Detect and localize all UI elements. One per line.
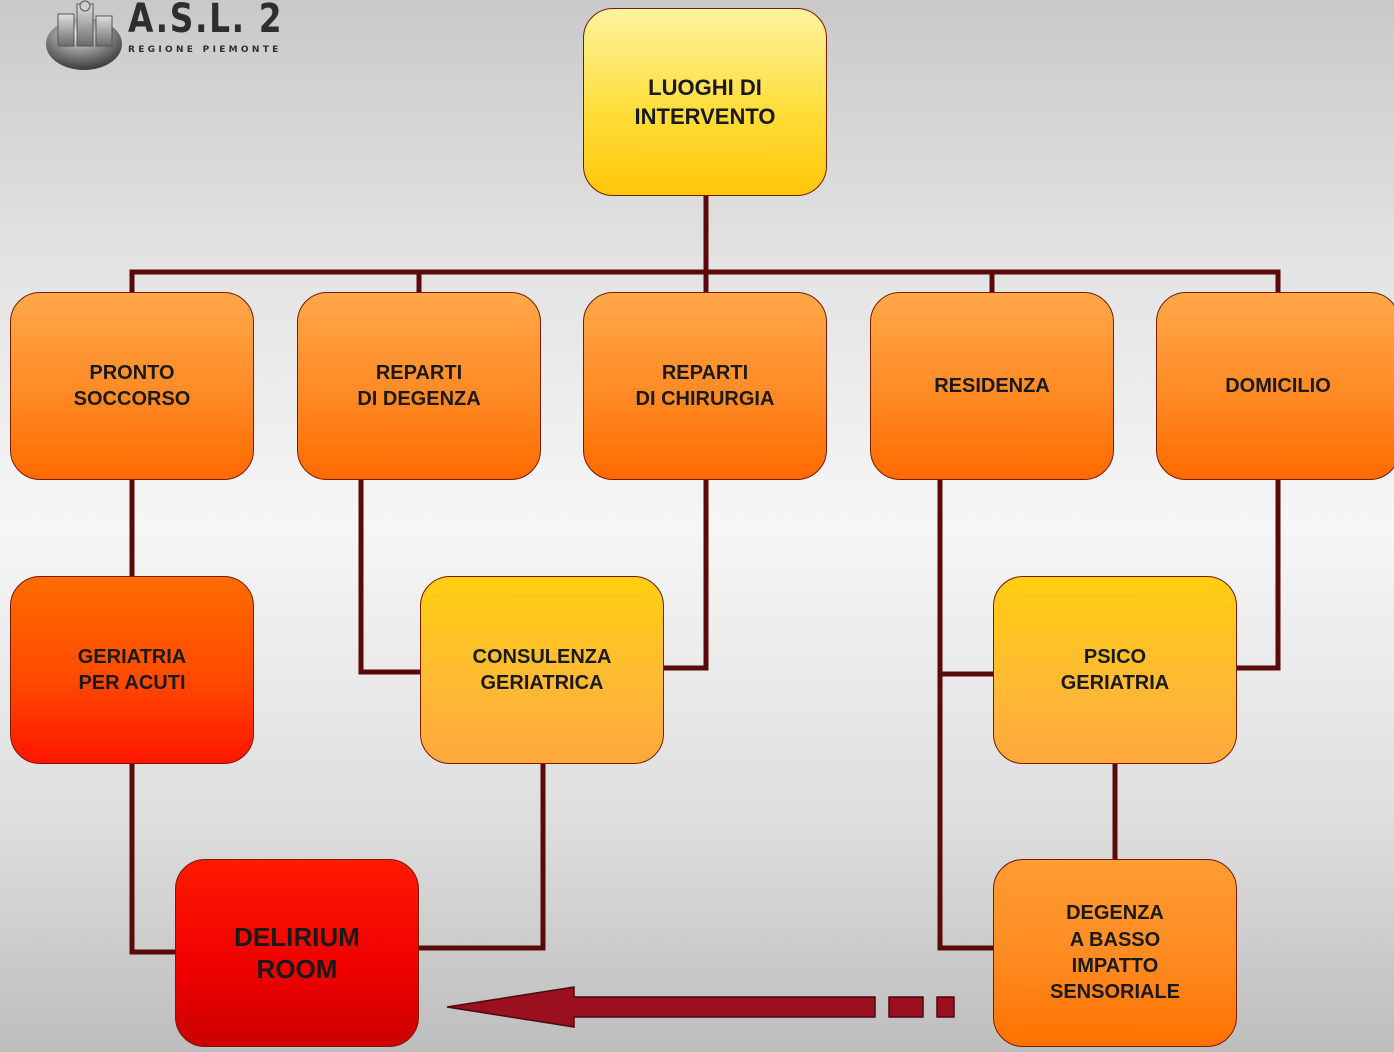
connector-degenza-consulenza — [358, 477, 423, 675]
asl2-logo: A.S.L. 2 REGIONE PIEMONTE — [44, 0, 284, 72]
node-residenza: RESIDENZA — [870, 292, 1114, 480]
node-domicilio: DOMICILIO — [1156, 292, 1394, 480]
node-luoghi-di-intervento: LUOGHI DI INTERVENTO — [583, 8, 827, 196]
node-geriatria-per-acuti: GERIATRIA PER ACUTI — [10, 576, 254, 764]
logo-title: A.S.L. 2 — [128, 0, 284, 42]
connector-chirurgia-consulenza — [661, 477, 709, 671]
node-pronto-soccorso: PRONTO SOCCORSO — [10, 292, 254, 480]
node-consulenza-geriatrica: CONSULENZA GERIATRICA — [420, 576, 664, 764]
arrow-dash-2 — [936, 996, 955, 1018]
connector-residenza-degenza — [937, 477, 996, 951]
node-reparti-di-degenza: REPARTI DI DEGENZA — [297, 292, 541, 480]
arrow-to-delirium — [446, 986, 876, 1028]
node-delirium-room: DELIRIUM ROOM — [175, 859, 419, 1047]
node-reparti-di-chirurgia: REPARTI DI CHIRURGIA — [583, 292, 827, 480]
asl-logo-icon — [46, 0, 122, 70]
connector-domicilio-psico — [1233, 477, 1281, 671]
node-psico-geriatria: PSICO GERIATRIA — [993, 576, 1237, 764]
connector-geriatria-delirium — [129, 761, 178, 955]
arrow-dash-1 — [888, 996, 924, 1018]
node-degenza-basso-impatto-sensoriale: DEGENZA A BASSO IMPATTO SENSORIALE — [993, 859, 1237, 1047]
logo-subtitle: REGIONE PIEMONTE — [128, 45, 282, 55]
connector-consulenza-delirium — [415, 761, 546, 951]
